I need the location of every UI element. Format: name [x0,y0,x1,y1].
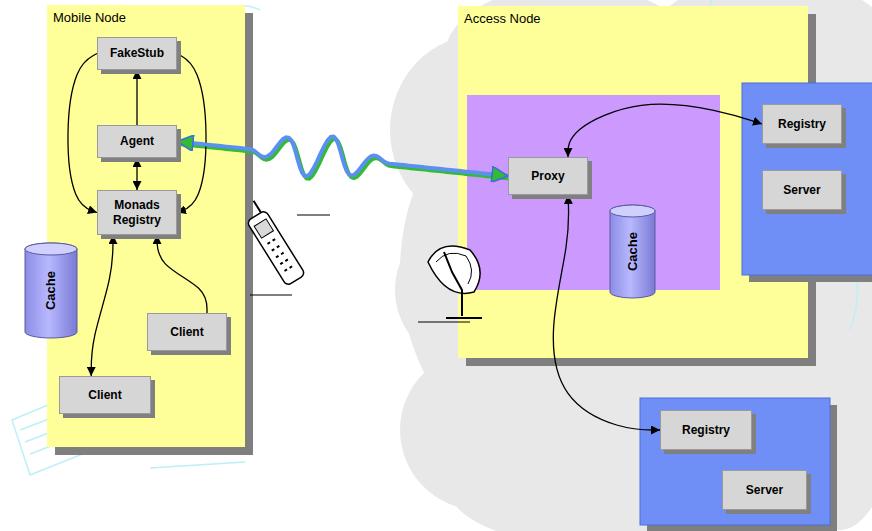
motion-lines [250,215,330,295]
dish-stand [444,252,482,318]
connector [91,235,113,376]
component-box: Client [59,376,151,414]
connector [177,54,206,213]
component-box: Registry [660,410,752,450]
component-box: Agent [97,125,177,158]
motion-line [250,295,292,296]
node-label: Monads Registry [103,198,171,227]
radio-link [177,137,508,177]
connector [136,70,137,125]
panel-heading: Access Node [464,11,541,26]
component-box: Proxy [508,157,588,195]
node-label: Registry [682,423,730,437]
host-shadow [749,90,872,282]
component-box: Client [147,313,227,351]
satellite-dish-icon [418,246,482,322]
svg-part [68,54,762,431]
node-label: Registry [778,117,826,131]
connector [553,195,660,430]
radio-link-shadow [179,139,510,179]
phone-keys [268,239,293,271]
node-panel: Access NodeProxyCache [458,6,808,358]
node-label: Cache [44,271,59,310]
component-box: Server [762,170,842,210]
node-label: Cache [625,232,640,271]
node-label: Client [170,325,203,339]
cylinder-top [25,243,77,255]
component-box: Server [722,470,807,510]
server-host [742,83,872,275]
component-box: Monads Registry [97,190,177,235]
svg-part [179,139,510,179]
node-label: Proxy [531,169,564,183]
node-label: FakeStub [110,46,164,60]
network-cloud [390,0,872,531]
phone-icon [239,198,305,286]
node-label: Server [783,183,820,197]
host-shadow [647,405,837,531]
motion-line [297,215,330,216]
faint-clipart [12,0,858,475]
node-panel: Mobile NodeFakeStubAgentMonads RegistryC… [47,5,245,447]
inner-panel [467,95,720,290]
node-label: Server [746,483,783,497]
panel-heading: Mobile Node [53,10,126,25]
node-label: Client [88,388,121,402]
cylinder-body [25,243,77,338]
component-box: FakeStub [97,37,177,70]
phone-body [247,210,306,286]
cache-cylinder: Cache [610,205,655,298]
connector [157,235,207,313]
connector [68,54,97,213]
cylinder-top [610,205,655,217]
sketch-line [150,462,245,468]
dish-rim [436,253,472,284]
phone-antenna [254,201,261,213]
phone-screen [254,219,273,238]
connector [136,158,137,190]
dish-bowl [428,246,480,293]
node-label: Agent [120,134,154,148]
cache-cylinder: Cache [25,243,77,338]
motion-line [418,322,470,323]
component-box: Registry [762,104,842,144]
server-host [640,398,830,525]
connector [568,104,762,157]
cylinder-body [610,205,655,298]
